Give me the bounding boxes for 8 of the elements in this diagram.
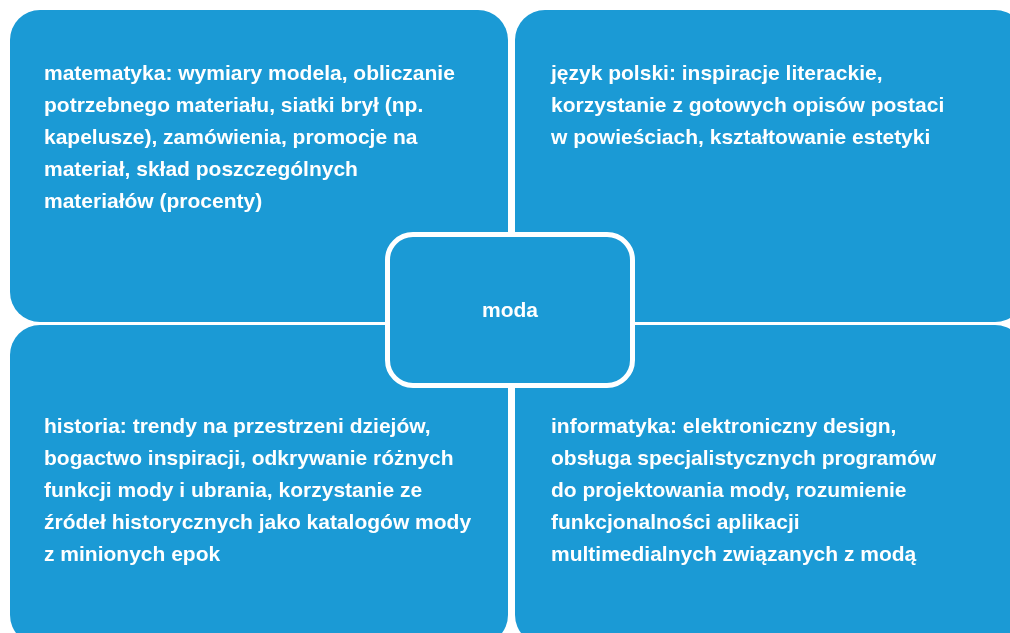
- subject-description: język polski: inspiracje literackie, korzystanie z gotowych opisów postaci w powieściach, kształtowanie estetyki: [551, 60, 946, 150]
- subject-description: historia: trendy na przestrzeni dziejów, bogactwo inspiracji, odkrywanie różnych funkcji mody i ubrania, korzystanie ze źródeł historycznych jako katalogów mody z minionych epok: [44, 413, 473, 567]
- subject-description: matematyka: wymiary modela, obliczanie potrzebnego materiału, siatki brył (np. kapelusze), zamówienia, promocje na materiał, skład poszczególnych materiałów (procenty): [44, 60, 456, 214]
- topic-panel: [515, 325, 1010, 633]
- topic-panel: [10, 325, 508, 633]
- central-box: [385, 232, 635, 388]
- subject-description: informatyka: elektroniczny design, obsługa specjalistycznych programów do projektowania mody, rozumienie funkcjonalności aplikacji multimedialnych związanych z modą: [551, 413, 938, 567]
- central-topic: moda: [482, 297, 538, 323]
